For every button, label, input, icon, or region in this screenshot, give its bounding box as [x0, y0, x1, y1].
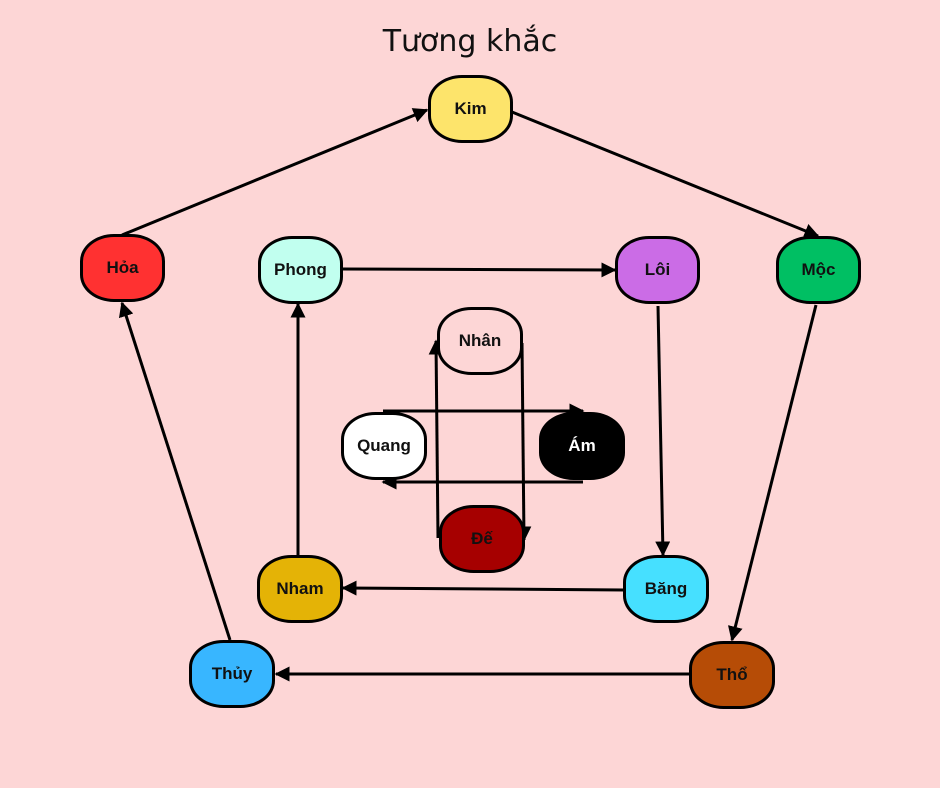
node-kim-label: Kim — [454, 99, 487, 118]
edge-moc-tho — [728, 304, 818, 642]
edge-hoa-kim — [121, 108, 429, 237]
node-loi: Lôi — [615, 236, 700, 304]
edge-thuy-hoa — [118, 301, 232, 641]
node-de: Đế — [439, 505, 525, 573]
node-thuy-label: Thủy — [211, 664, 253, 683]
node-nhan-label: Nhân — [458, 331, 502, 350]
diagram-title: Tương khắc — [382, 24, 558, 59]
node-nham-label: Nham — [276, 579, 324, 598]
node-bang: Băng — [623, 555, 709, 623]
edge-bang-nham — [341, 580, 625, 596]
node-quang-label: Quang — [357, 436, 411, 455]
node-am: Ám — [539, 412, 625, 480]
node-tho-label: Thổ — [716, 665, 748, 684]
node-moc-label: Mộc — [801, 260, 836, 279]
node-tho: Thổ — [689, 641, 775, 709]
node-am-label: Ám — [568, 436, 596, 455]
edge-nhan-de — [516, 342, 532, 542]
node-hoa-label: Hỏa — [106, 258, 139, 277]
node-quang: Quang — [341, 412, 427, 480]
node-de-label: Đế — [471, 529, 493, 548]
edge-phong-loi — [340, 262, 617, 278]
node-moc: Mộc — [776, 236, 861, 304]
node-thuy: Thủy — [189, 640, 275, 708]
edge-de-nhan — [428, 339, 444, 539]
edge-loi-bang — [655, 305, 671, 557]
node-hoa: Hỏa — [80, 234, 165, 302]
node-loi-label: Lôi — [644, 260, 671, 279]
edge-kim-moc — [511, 110, 820, 238]
node-nham: Nham — [257, 555, 343, 623]
node-phong: Phong — [258, 236, 343, 304]
node-phong-label: Phong — [274, 260, 327, 279]
node-kim: Kim — [428, 75, 513, 143]
node-bang-label: Băng — [644, 579, 688, 598]
node-nhan: Nhân — [437, 307, 523, 375]
